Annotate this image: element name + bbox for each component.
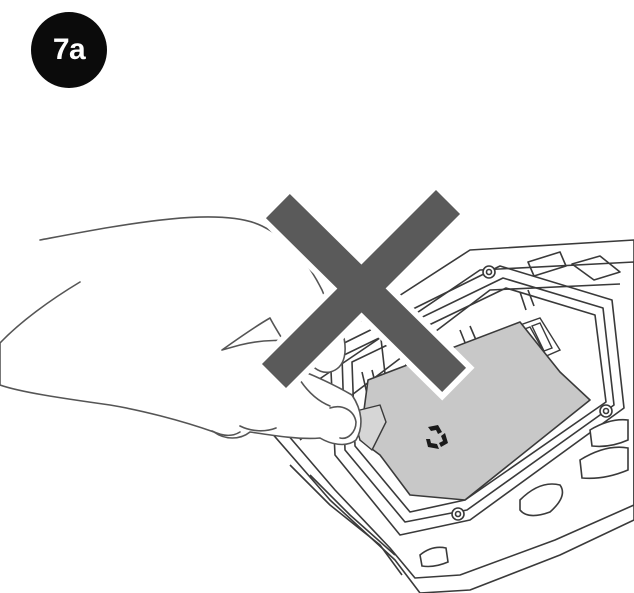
step-badge: 7a [31,12,107,88]
prohibited-x-icon [253,181,475,401]
recycle-icon [426,425,448,449]
step-label: 7a [52,33,86,66]
device-screws [451,265,613,521]
battery-compartment [329,251,625,536]
device-side-buttons [419,418,629,568]
